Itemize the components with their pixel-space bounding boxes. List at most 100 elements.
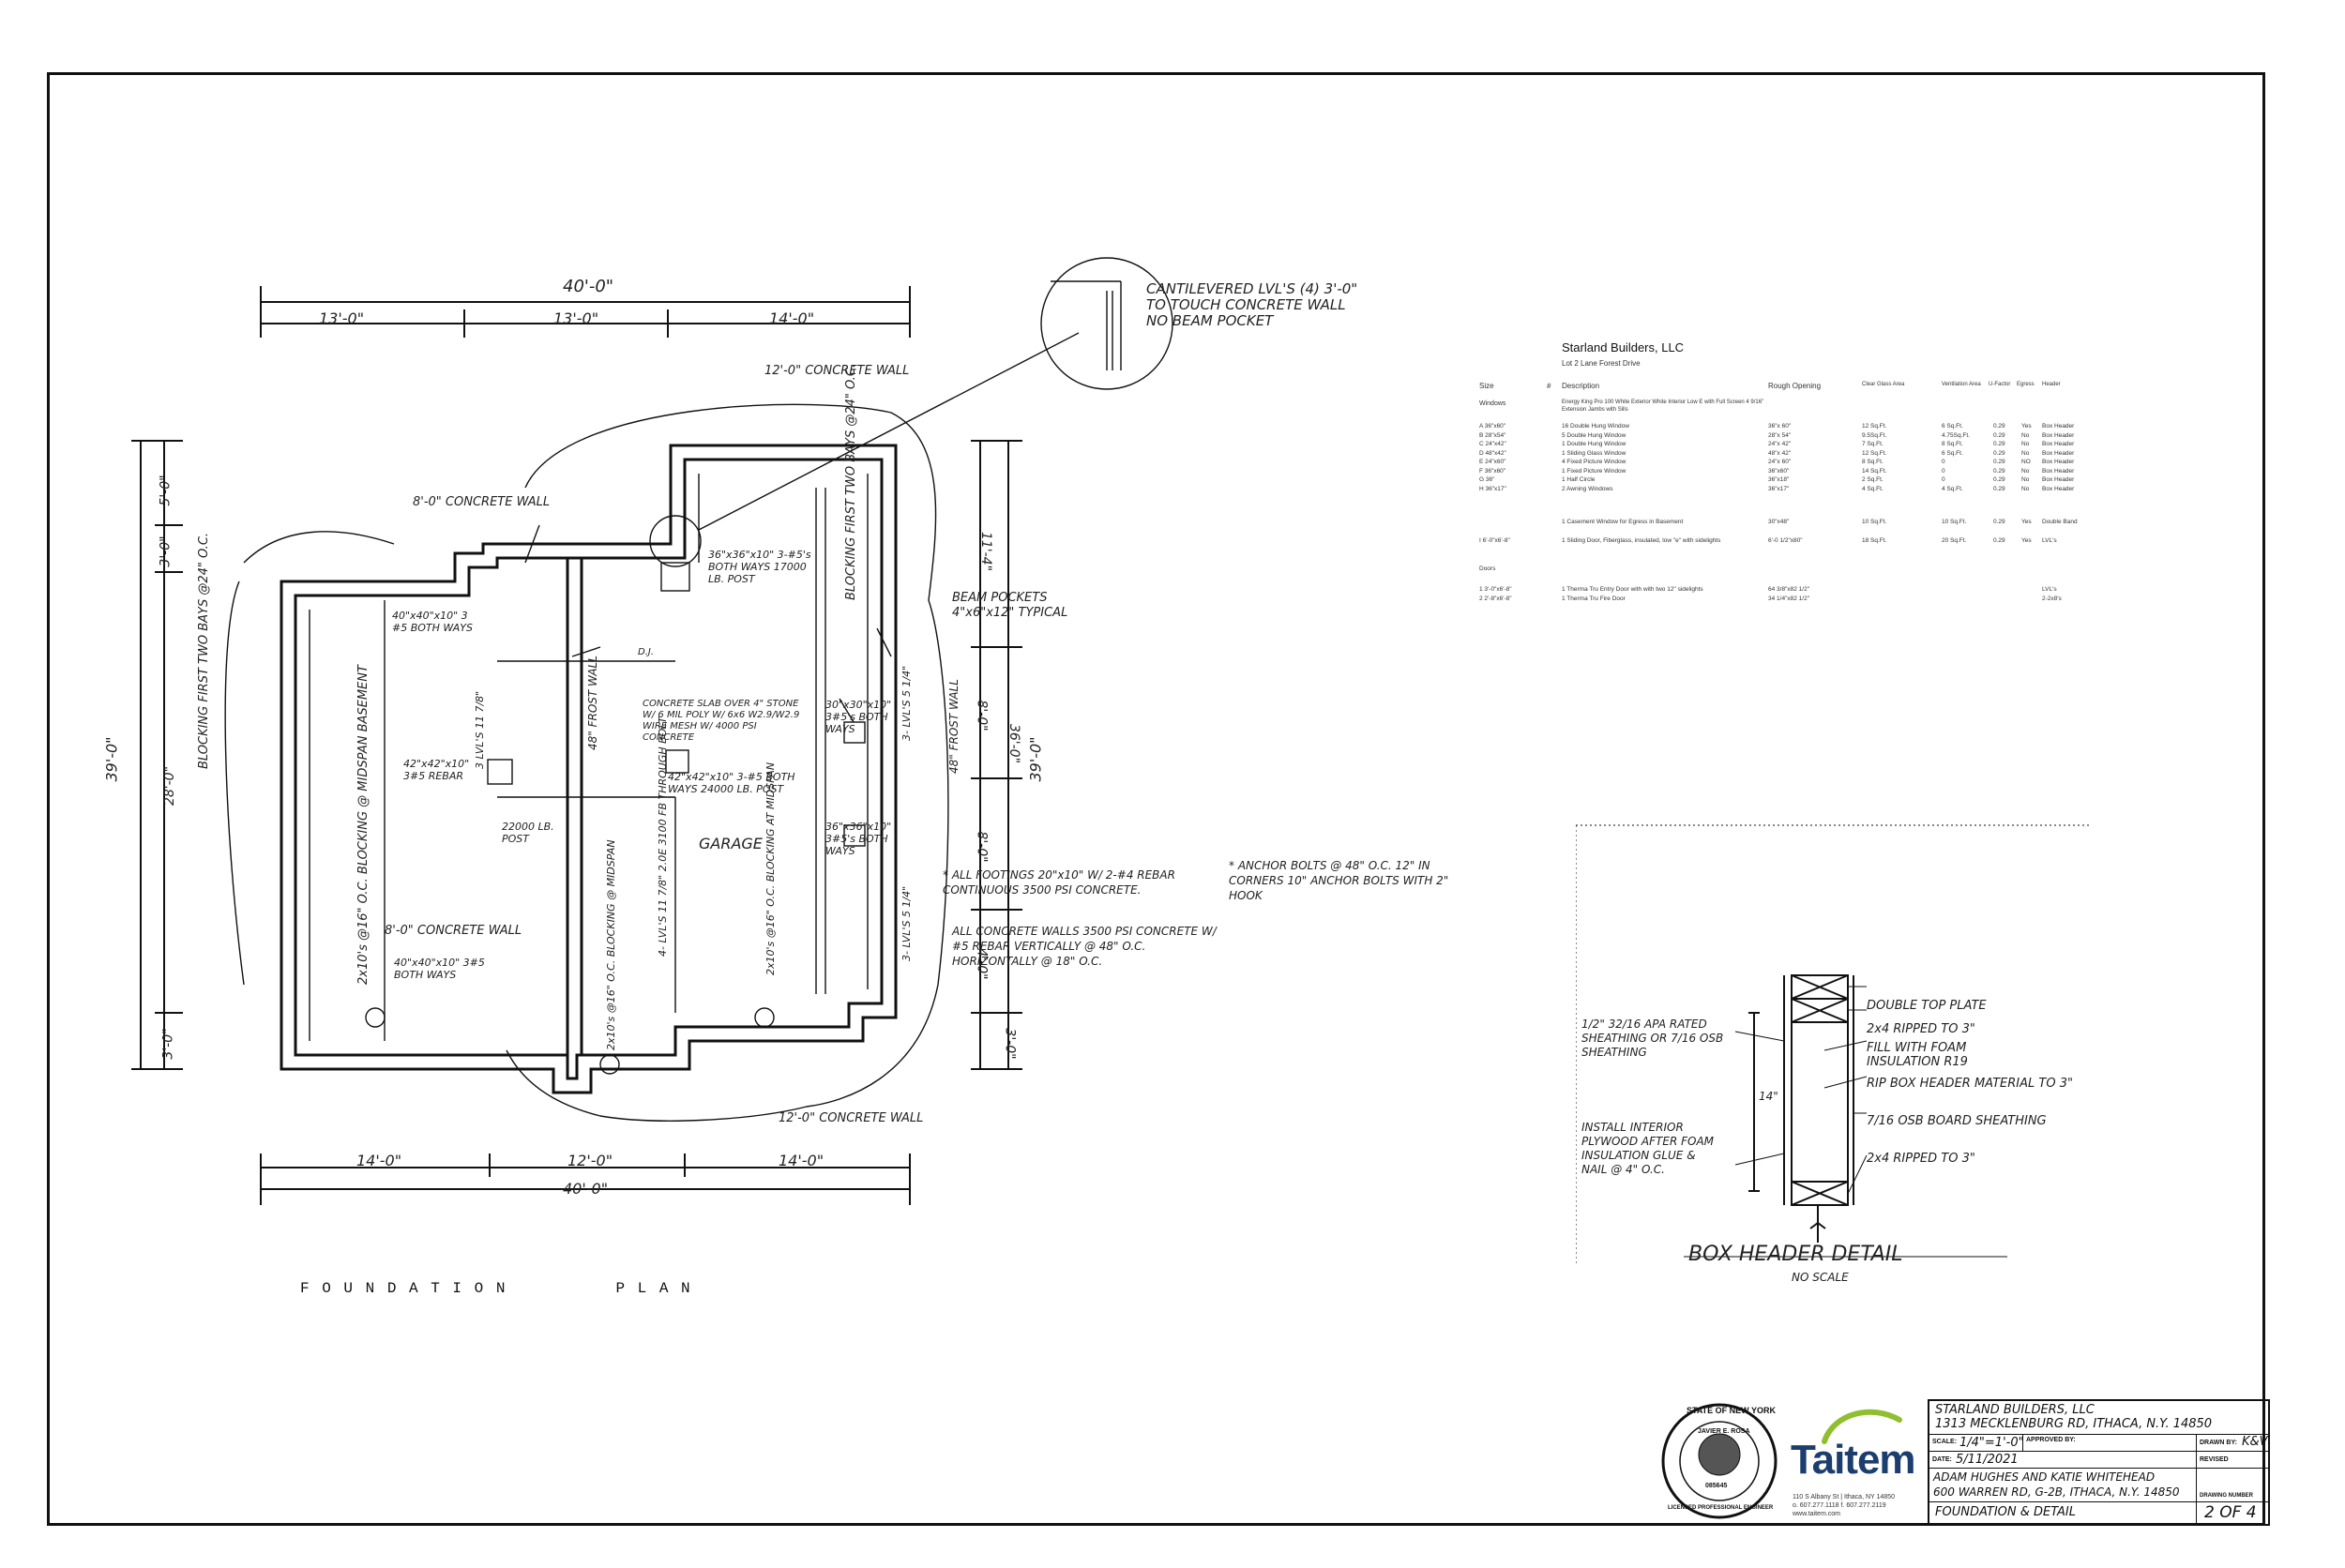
schedule-cell: No xyxy=(2021,441,2030,447)
logo-web: www.taitem.com xyxy=(1793,1511,1840,1517)
detail-install: INSTALL INTERIOR PLYWOOD AFTER FOAM INSU… xyxy=(1581,1121,1714,1176)
tb-sheet-title: FOUNDATION & DETAIL xyxy=(1929,1502,2197,1524)
schedule-cell: B 28"x54" xyxy=(1479,431,1506,439)
schedule-cell: 1 Half Circle xyxy=(1562,476,1596,483)
note-footings-all: * ALL FOOTINGS 20"x10" W/ 2-#4 REBAR CON… xyxy=(943,868,1175,897)
schedule-cell: 0.29 xyxy=(1993,459,2005,465)
note-footing36: 36"x36"x10" 3-#5's BOTH WAYS 17000 LB. P… xyxy=(708,549,811,585)
seal-number: 085645 xyxy=(1705,1483,1728,1489)
box-header-detail: DOUBLE TOP PLATE 2x4 RIPPED TO 3" FILL W… xyxy=(1576,816,2092,1304)
dim-top-b: 13'-0" xyxy=(553,309,599,327)
tb-sheet-number: 2 OF 4 xyxy=(2204,1503,2257,1522)
schedule-cell: 2 Awning Windows xyxy=(1562,485,1613,492)
schedule-cell: 24"x 60" xyxy=(1768,459,1792,465)
schedule-header-ufactor: U-Factor xyxy=(1989,382,2011,387)
schedule-cell: 0.29 xyxy=(1993,537,2005,544)
schedule-cell: 1 3'-0"x6'-8" xyxy=(1479,586,1512,593)
note-wall12-top: 12'-0" CONCRETE WALL xyxy=(764,364,910,378)
schedule-header-num: # xyxy=(1547,382,1551,390)
tb-owner-line2: 600 WARREN RD, G-2B, ITHACA, N.Y. 14850 xyxy=(1933,1485,2180,1499)
schedule-cell: 36"x17" xyxy=(1768,485,1790,492)
note-wall12-bottom: 12'-0" CONCRETE WALL xyxy=(779,1111,924,1125)
schedule-header-ro: Rough Opening xyxy=(1768,382,1822,390)
logo-name: Taitem xyxy=(1791,1437,1916,1483)
schedule-casement-row: 1 Casement Window for Egress in Basement… xyxy=(1468,519,2247,528)
schedule-cell: Yes xyxy=(2021,519,2032,525)
schedule-cell: 36"x18" xyxy=(1768,476,1790,483)
tb-client-line2: 1313 MECKLENBURG RD, ITHACA, N.Y. 14850 xyxy=(1935,1417,2213,1431)
schedule-cell: 1 Fixed Picture Window xyxy=(1562,467,1626,475)
tb-owner: ADAM HUGHES AND KATIE WHITEHEAD 600 WARR… xyxy=(1929,1469,2197,1502)
schedule-cell: Box Header xyxy=(2042,423,2075,430)
schedule-cell: 8 Sq.Ft. xyxy=(1942,441,1963,447)
dim-right-c: 8'-0" xyxy=(974,831,990,863)
logo-phone: o. 607.277.1118 f. 607.277.2119 xyxy=(1793,1502,1886,1509)
logo-address: 110 S Albany St | Ithaca, NY 14850 xyxy=(1793,1494,1895,1500)
note-lvl-right-a: 3- LVL'S 5 1/4" xyxy=(900,665,913,741)
schedule-cell: Yes xyxy=(2021,537,2032,544)
tb-approved: APPROVED BY: xyxy=(2023,1435,2197,1452)
schedule-cell: Box Header xyxy=(2042,441,2075,447)
detail-dim: 14" xyxy=(1759,1090,1778,1103)
detail-2x4-top: 2x4 RIPPED TO 3" xyxy=(1867,1022,1975,1036)
schedule-company: Starland Builders, LLC xyxy=(1562,340,1685,354)
tb-revised-space: DRAWING NUMBER xyxy=(2197,1469,2268,1502)
detail-foam: FILL WITH FOAM INSULATION R19 xyxy=(1867,1041,1968,1069)
schedule-cell: 4.75Sq.Ft. xyxy=(1942,431,1970,439)
schedule-cell: Box Header xyxy=(2042,467,2075,475)
schedule-project: Lot 2 Lane Forest Drive xyxy=(1562,359,1641,368)
schedule-cell: 64 3/8"x82 1/2" xyxy=(1768,586,1810,593)
schedule-doors-label: Doors xyxy=(1468,565,2247,575)
tb-scale: SCALE: 1/4"=1'-0" xyxy=(1929,1435,2023,1452)
schedule-cell: C 24"x42" xyxy=(1479,441,1506,447)
schedule-cell: 2-2x8's xyxy=(2042,596,2062,602)
schedule-cell: 28"x 54" xyxy=(1768,431,1792,439)
schedule-cell: Box Header xyxy=(2042,431,2075,439)
schedule-cell: 0.29 xyxy=(1993,423,2005,430)
dim-right-b: 8'-0" xyxy=(974,700,990,731)
note-footing30: 30"x30"x10" 3#5's BOTH WAYS xyxy=(825,699,892,735)
taitem-logo: Taitem 110 S Albany St | Ithaca, NY 1485… xyxy=(1787,1399,1928,1526)
tb-drawn-value: K&V xyxy=(2242,1435,2268,1449)
dim-top-a: 13'-0" xyxy=(319,309,365,327)
note-frost: 48" FROST WALL xyxy=(586,656,599,750)
schedule-cell: 10 Sq.Ft. xyxy=(1862,519,1887,525)
schedule-cell: 1 Sliding Door, Fiberglass, insulated, l… xyxy=(1562,537,1721,544)
schedule-cell: 0.29 xyxy=(1993,519,2005,525)
schedule-cell: 6 Sq.Ft. xyxy=(1942,449,1963,457)
schedule-cell: 14 Sq.Ft. xyxy=(1862,467,1887,475)
schedule-cell: 12 Sq.Ft. xyxy=(1862,449,1887,457)
schedule-cell: LVL's xyxy=(2042,537,2057,544)
dim-left-c: 28'-0" xyxy=(162,765,178,807)
title-block: STARLAND BUILDERS, LLC 1313 MECKLENBURG … xyxy=(1928,1399,2270,1526)
dim-right-total: 39'-0" xyxy=(1026,736,1045,782)
note-footing40a: 40"x40"x10" 3 #5 BOTH WAYS xyxy=(392,610,473,634)
schedule-cell: Double Band xyxy=(2042,519,2078,525)
logo-address-block: 110 S Albany St | Ithaca, NY 14850 o. 60… xyxy=(1793,1493,1895,1518)
schedule-cell: 1 Casement Window for Egress in Basement xyxy=(1562,519,1684,525)
tb-drawing-label: DRAWING NUMBER xyxy=(2200,1493,2253,1499)
schedule-cell: D 48"x42" xyxy=(1479,449,1506,457)
drawing-sheet-border xyxy=(47,72,2265,1526)
schedule-cell: Box Header xyxy=(2042,459,2075,465)
dim-right-f: 36'-0" xyxy=(1006,723,1022,764)
tb-drawn: DRAWN BY: K&V xyxy=(2197,1435,2268,1452)
schedule-cell: I 6'-0"x6'-8" xyxy=(1479,537,1510,544)
schedule-header-glass: Clear Glass Area xyxy=(1862,382,1905,387)
engineer-seal: STATE OF NEW YORK JAVIER E. ROSA 085645 … xyxy=(1658,1400,1780,1522)
schedule-cell: 36"x 60" xyxy=(1768,423,1792,430)
schedule-cell: 10 Sq.Ft. xyxy=(1942,519,1967,525)
schedule-cell: 20 Sq.Ft. xyxy=(1942,537,1967,544)
seal-name: JAVIER E. ROSA xyxy=(1698,1428,1750,1435)
note-lvl-center: 4- LVL'S 11 7/8" 2.0E 3100 FB THROUGH BO… xyxy=(657,716,669,957)
tb-date-label: DATE: xyxy=(1932,1456,1952,1463)
note-blocking-garage: 2x10's @16" O.C. BLOCKING AT MIDSPAN xyxy=(764,761,777,975)
tb-approved-label: APPROVED BY: xyxy=(2026,1437,2076,1443)
schedule-cell: 48"x 42" xyxy=(1768,449,1792,457)
note-footing42a: 42"x42"x10" 3#5 REBAR xyxy=(403,758,470,782)
note-wall8-bottom: 8'-0" CONCRETE WALL xyxy=(385,924,522,938)
